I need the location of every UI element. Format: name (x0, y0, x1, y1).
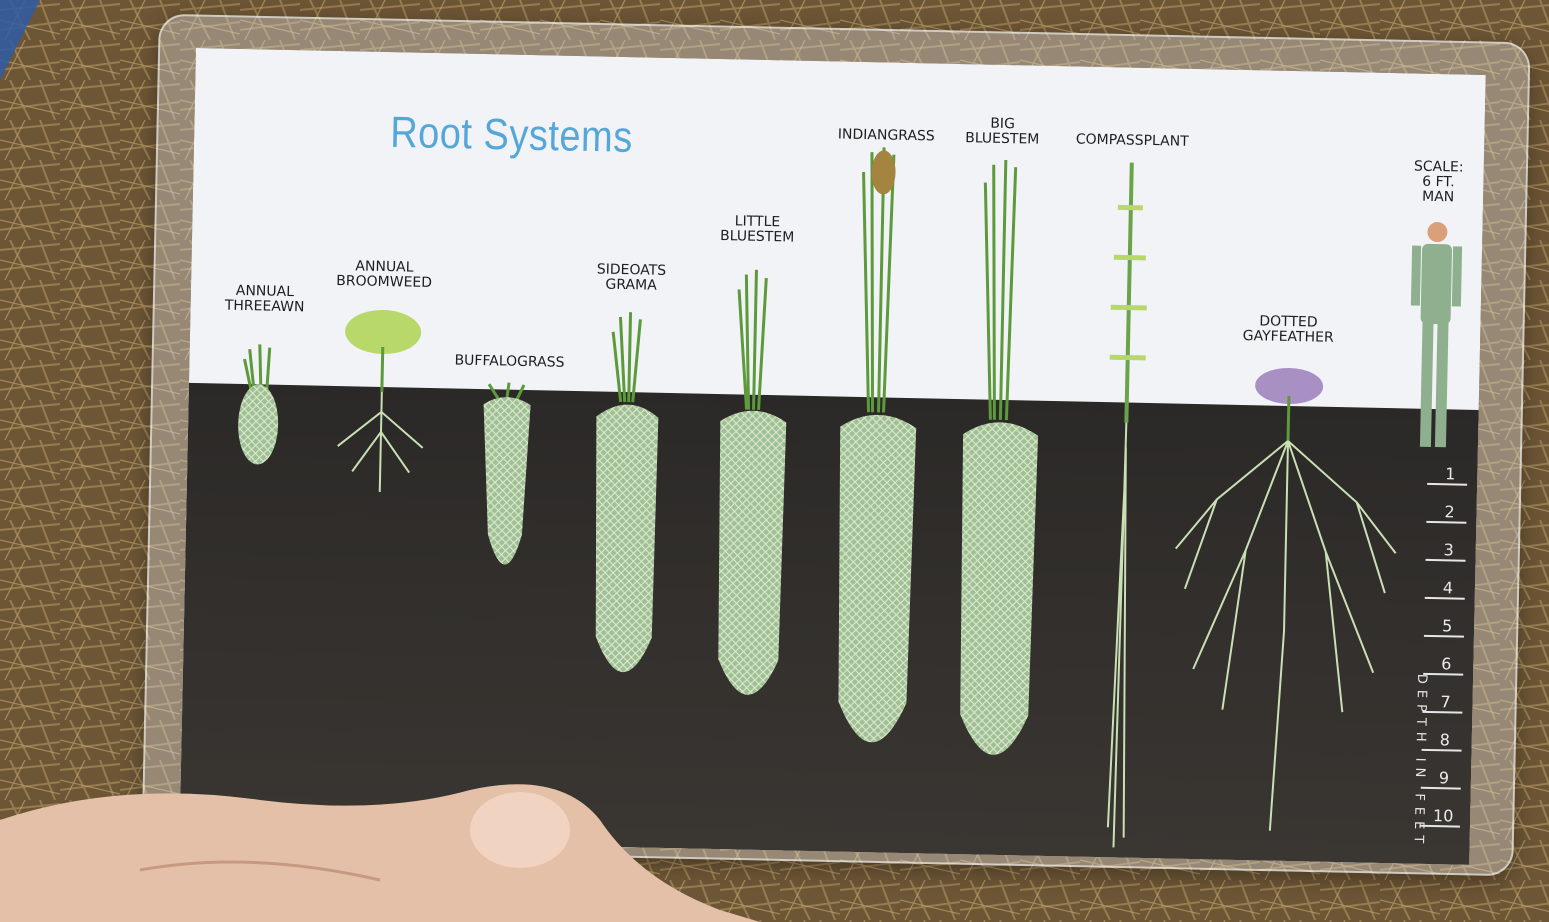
depth-tick-3: 3 (1436, 540, 1462, 560)
poster-title: Root Systems (390, 109, 634, 164)
hand (0, 760, 760, 922)
depth-tick-5: 5 (1434, 616, 1460, 636)
depth-tick-4: 4 (1435, 578, 1461, 598)
depth-tick-1: 1 (1437, 464, 1463, 484)
label-annual-broomweed: ANNUAL BROOMWEED (304, 258, 465, 291)
depth-tick-7: 7 (1432, 692, 1458, 712)
label-little-bluestem: LITTLE BLUESTEM (677, 213, 838, 246)
depth-tick-2: 2 (1436, 502, 1462, 522)
label-scale-man: SCALE: 6 FT. MAN (1358, 158, 1486, 206)
depth-tick-10: 10 (1430, 806, 1456, 826)
depth-tick-8: 8 (1432, 730, 1458, 750)
poster-illustration (179, 48, 1485, 865)
depth-axis-title: DEPTH IN FEET (1405, 674, 1429, 850)
depth-tick-9: 9 (1431, 768, 1457, 788)
label-dotted-gayfeather: DOTTED GAYFEATHER (1208, 313, 1369, 346)
label-sideoats-grama: SIDEOATS GRAMA (551, 261, 712, 294)
depth-tick-6: 6 (1433, 654, 1459, 674)
root-systems-poster: Root Systems ANNUAL THREEAWN ANNUAL BROO… (179, 48, 1485, 865)
